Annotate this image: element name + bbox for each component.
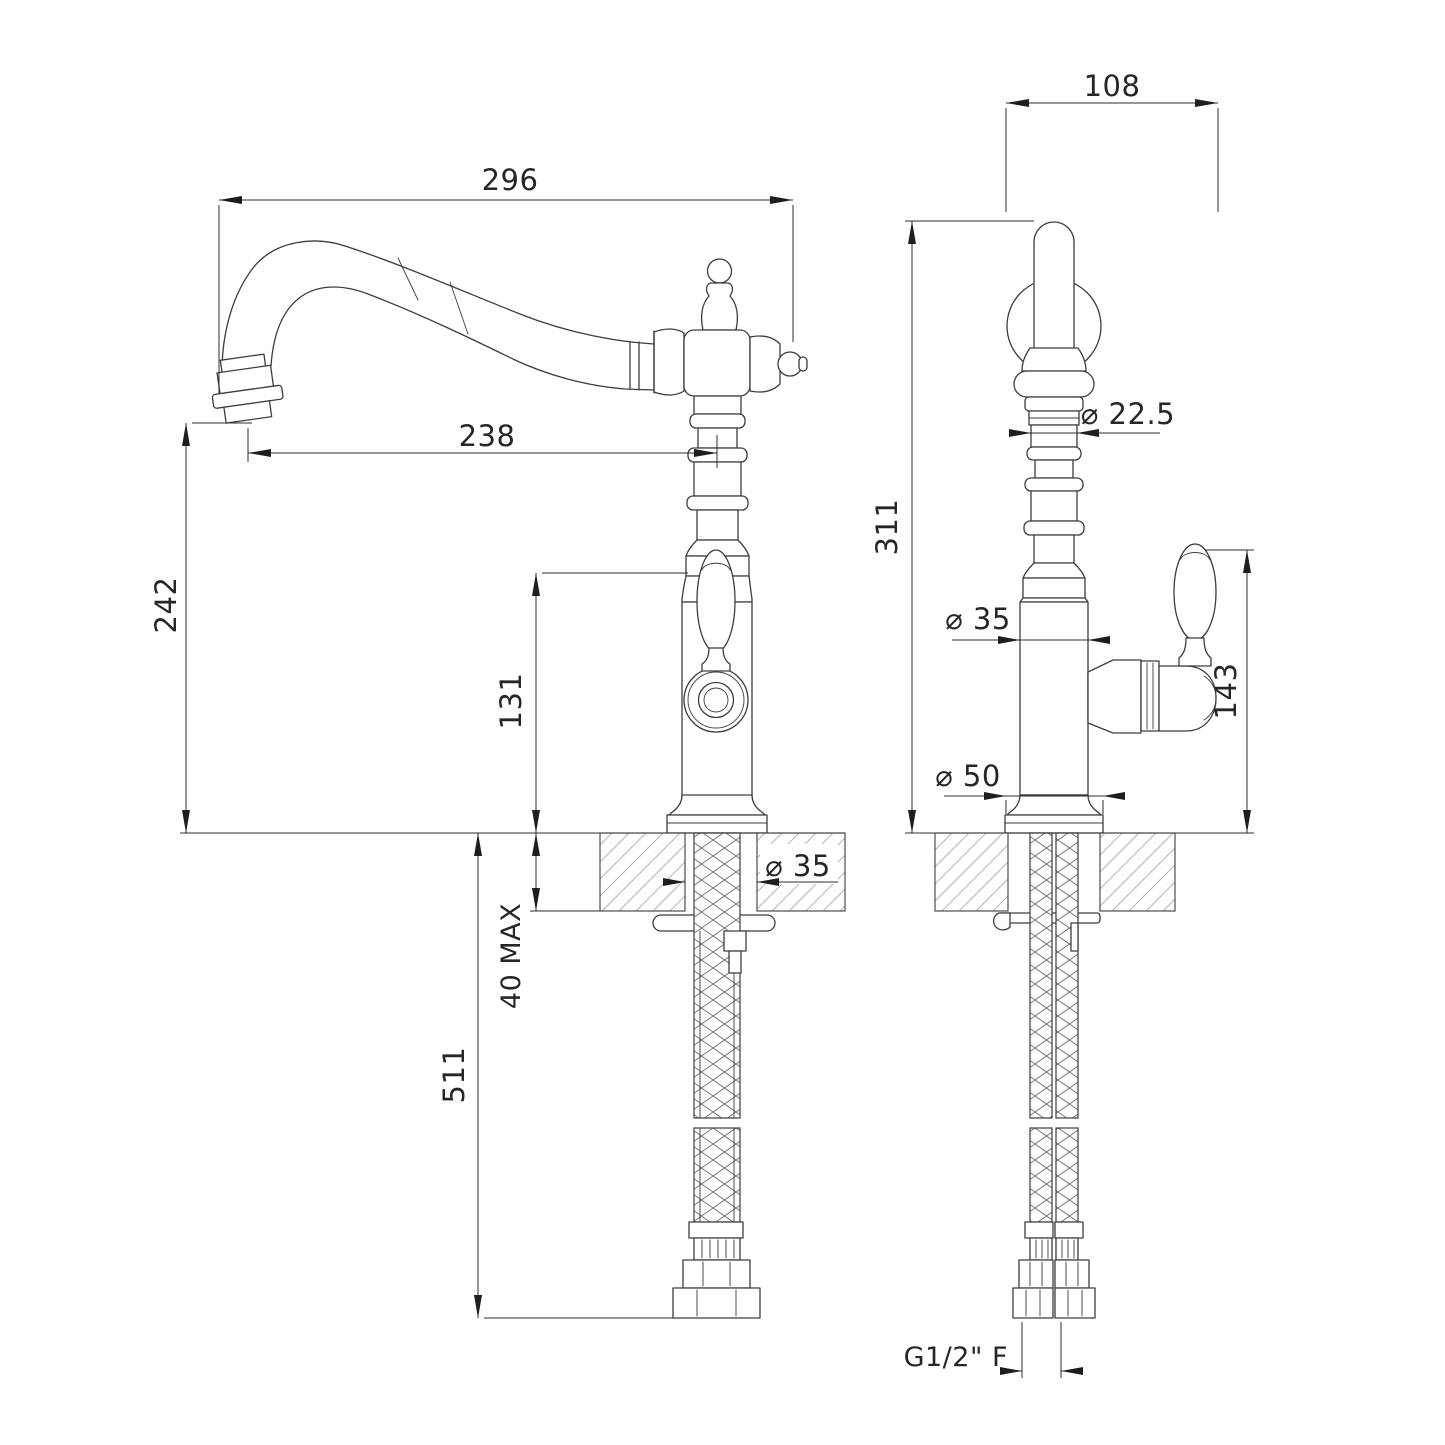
- dim-column-diameter: ⌀ 22.5: [1081, 397, 1175, 431]
- spout-front: [1006, 221, 1102, 426]
- supply-hose: [693, 832, 741, 1119]
- under-deck-fixing: [652, 832, 776, 1319]
- dim-top-offset: 108: [1084, 69, 1141, 103]
- aerator: [211, 353, 284, 424]
- hose-nut: [672, 1287, 761, 1319]
- base-flange-front: [1006, 794, 1102, 816]
- body-front: [1004, 543, 1217, 834]
- handle-neck-front: [1178, 637, 1212, 667]
- column-front: [1019, 424, 1089, 603]
- hose-nut: [1018, 1259, 1054, 1289]
- handle-neck: [701, 647, 731, 672]
- dim-overall-reach: 296: [482, 163, 539, 197]
- spout-tube: [1033, 221, 1075, 371]
- dim-spout-height: 242: [149, 577, 183, 634]
- front-view: [934, 221, 1217, 1319]
- valve-bell: [1087, 659, 1142, 734]
- dim-deck-hole-diameter: ⌀ 35: [765, 849, 831, 883]
- lever-handle-front: [1173, 543, 1217, 641]
- hose-end-fittings-front: [1012, 1221, 1096, 1319]
- spout-break-ticks: [397, 257, 469, 335]
- swivel-collar: [1013, 370, 1095, 398]
- faucet-body: [666, 549, 768, 834]
- under-deck-front: [992, 832, 1101, 1319]
- dim-below-deck-length: 511: [437, 1047, 471, 1104]
- dim-handle-height: 143: [1209, 663, 1243, 720]
- dim-spout-reach: 238: [459, 419, 516, 453]
- dim-inlet-thread: G1/2" F: [904, 1342, 1008, 1373]
- counter-deck-front: [934, 832, 1176, 912]
- spout-hub-left: [653, 328, 685, 396]
- dim-overall-height: 311: [870, 499, 904, 556]
- dimensions: 296 238 242 131 40 MAX 511 ⌀ 35 108 311: [149, 69, 1254, 1378]
- mounting-stud: [723, 930, 747, 952]
- spout-cross-body: [653, 258, 808, 397]
- valve-bonnet: [1158, 665, 1217, 732]
- hose-nut: [1054, 1259, 1090, 1289]
- dim-base-diameter: ⌀ 50: [935, 759, 1001, 793]
- side-view: [211, 240, 846, 1319]
- hose-end-fitting: [672, 1221, 761, 1319]
- dim-body-height: 131: [494, 673, 528, 730]
- hose-nut: [682, 1259, 751, 1289]
- base-flange: [668, 794, 766, 816]
- dim-deck-thickness: 40 MAX: [496, 903, 527, 1009]
- mounting-stud-front: [1070, 922, 1079, 952]
- spout: [221, 240, 655, 391]
- top-ball-finial: [706, 258, 733, 284]
- dim-body-diameter: ⌀ 35: [945, 602, 1011, 636]
- spout-hub-right: [749, 335, 781, 393]
- supply-hose-front: [1029, 832, 1053, 1119]
- lever-handle: [696, 549, 736, 653]
